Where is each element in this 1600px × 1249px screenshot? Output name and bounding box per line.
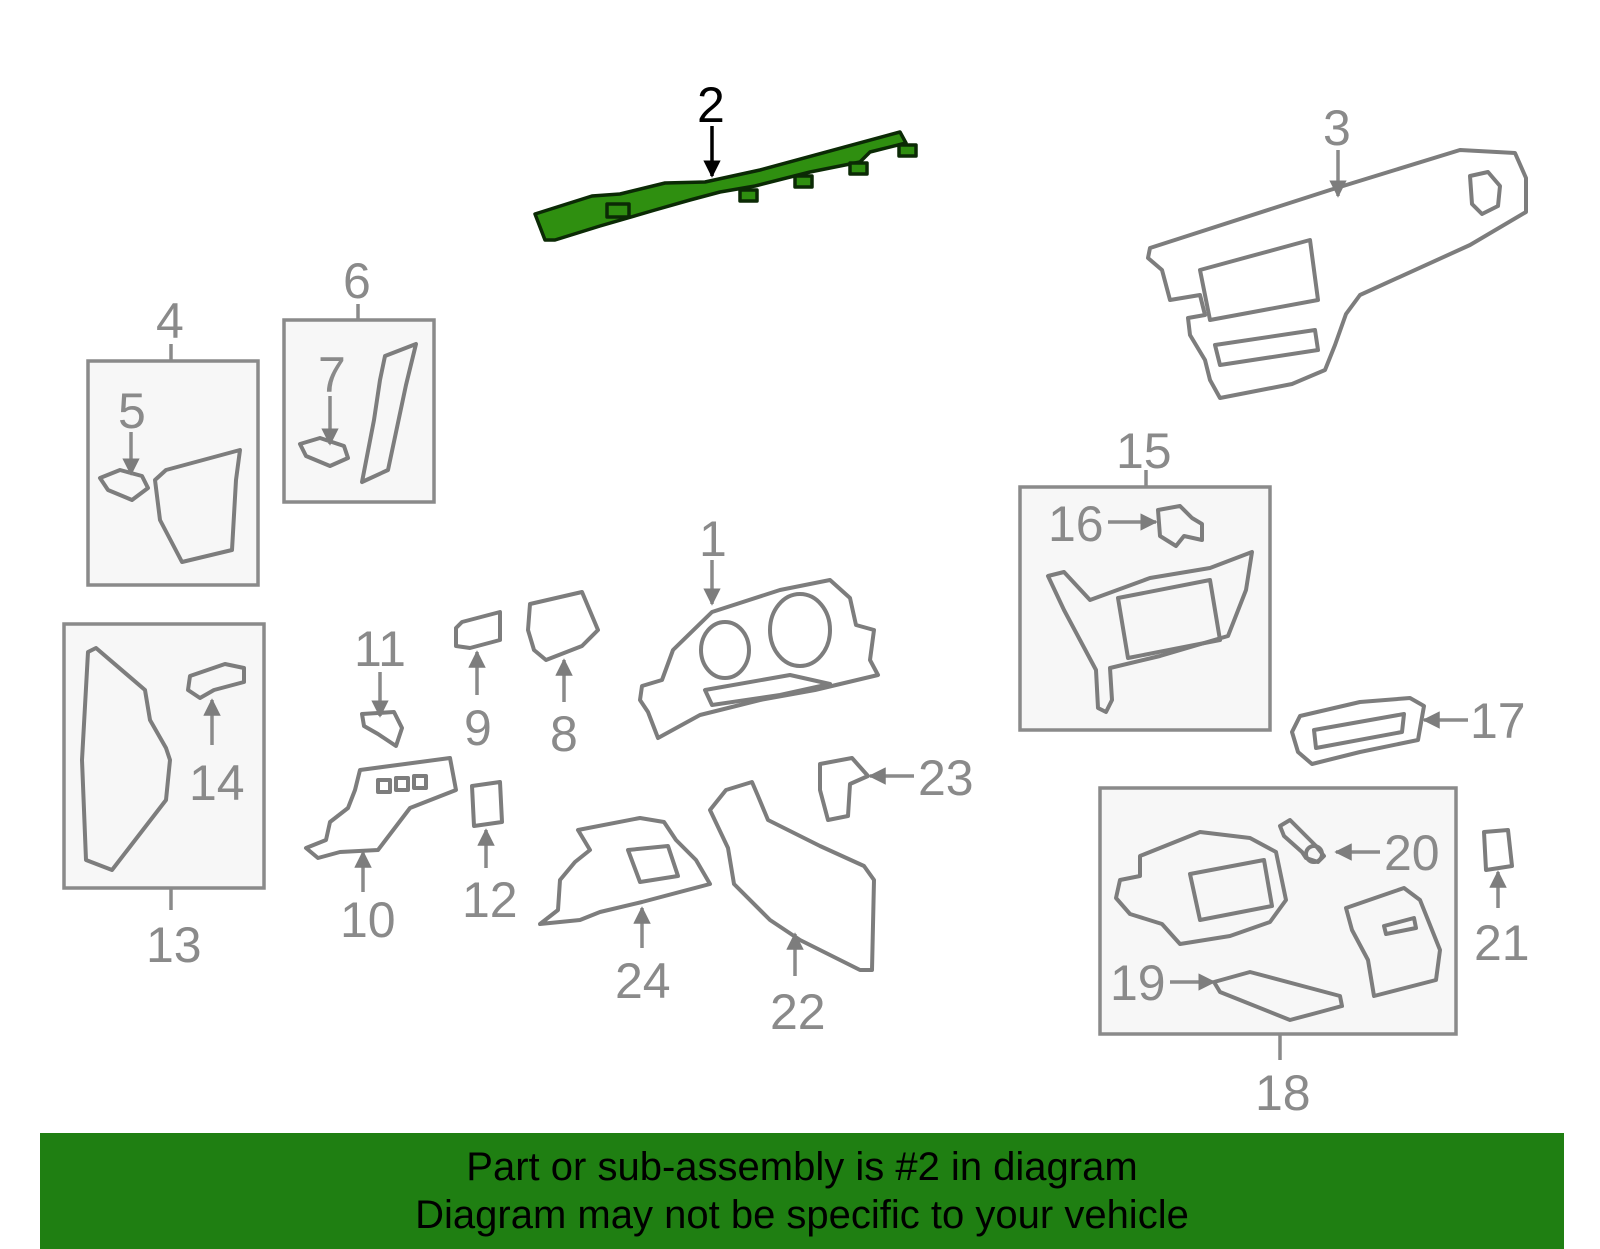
part-17-control-panel[interactable] bbox=[1290, 696, 1426, 766]
callout-14: 14 bbox=[189, 755, 245, 811]
callout-11: 11 bbox=[354, 621, 406, 677]
callout-8: 8 bbox=[550, 706, 578, 762]
callout-22: 22 bbox=[770, 984, 826, 1040]
callout-10: 10 bbox=[340, 892, 396, 948]
part-7-clip[interactable] bbox=[298, 436, 350, 468]
part-16-clip[interactable] bbox=[1156, 504, 1204, 548]
part-8-bracket[interactable] bbox=[526, 590, 600, 662]
group-box-13 bbox=[62, 622, 266, 890]
part-14-clip[interactable] bbox=[186, 662, 246, 700]
callout-23: 23 bbox=[918, 750, 974, 806]
callout-9: 9 bbox=[464, 700, 492, 756]
group-box-6 bbox=[282, 318, 436, 504]
part-6-pillar-trim[interactable] bbox=[360, 342, 418, 484]
part-21-clip[interactable] bbox=[1482, 828, 1514, 872]
part-20-bolt[interactable] bbox=[1278, 818, 1326, 864]
callout-6: 6 bbox=[343, 253, 371, 309]
callout-12: 12 bbox=[462, 872, 518, 928]
banner-line-2: Diagram may not be specific to your vehi… bbox=[415, 1193, 1189, 1237]
callout-5: 5 bbox=[118, 383, 146, 439]
callout-4: 4 bbox=[156, 293, 184, 349]
banner-line-1: Part or sub-assembly is #2 in diagram bbox=[466, 1145, 1138, 1189]
part-4-side-panel[interactable] bbox=[153, 448, 242, 564]
part-19-tray[interactable] bbox=[1212, 970, 1344, 1022]
part-18-glove-box-door[interactable] bbox=[1344, 886, 1442, 998]
part-12-clip[interactable] bbox=[470, 780, 504, 828]
part-2-reinforcement[interactable] bbox=[533, 130, 918, 242]
callout-18: 18 bbox=[1255, 1065, 1311, 1121]
callout-20: 20 bbox=[1384, 825, 1440, 881]
part-23-clip[interactable] bbox=[818, 756, 870, 822]
callout-19: 19 bbox=[1110, 955, 1166, 1011]
callout-13: 13 bbox=[146, 917, 202, 973]
part-15-center-bezel[interactable] bbox=[1046, 550, 1254, 714]
part-11-clip[interactable] bbox=[360, 710, 404, 748]
callout-21: 21 bbox=[1474, 915, 1530, 971]
part-18-glove-box[interactable] bbox=[1114, 830, 1288, 946]
callout-15: 15 bbox=[1116, 423, 1172, 479]
part-9-switch[interactable] bbox=[454, 610, 502, 650]
callout-7: 7 bbox=[318, 347, 346, 403]
callout-16: 16 bbox=[1048, 496, 1104, 552]
part-10-lower-panel[interactable] bbox=[304, 756, 458, 860]
callout-17: 17 bbox=[1470, 693, 1526, 749]
callout-24: 24 bbox=[615, 953, 671, 1009]
part-13-side-panel[interactable] bbox=[80, 646, 172, 872]
part-3-dash-panel[interactable] bbox=[1146, 148, 1528, 400]
info-banner: Part or sub-assembly is #2 in diagram Di… bbox=[40, 1133, 1564, 1249]
callout-3: 3 bbox=[1323, 100, 1351, 156]
callout-1: 1 bbox=[699, 511, 727, 567]
part-24-lower-cover[interactable] bbox=[538, 816, 712, 926]
part-5-clip[interactable] bbox=[98, 468, 150, 502]
callout-2: 2 bbox=[697, 77, 725, 133]
part-1-cluster-bezel[interactable] bbox=[638, 578, 880, 740]
part-22-knee-panel[interactable] bbox=[708, 780, 876, 972]
